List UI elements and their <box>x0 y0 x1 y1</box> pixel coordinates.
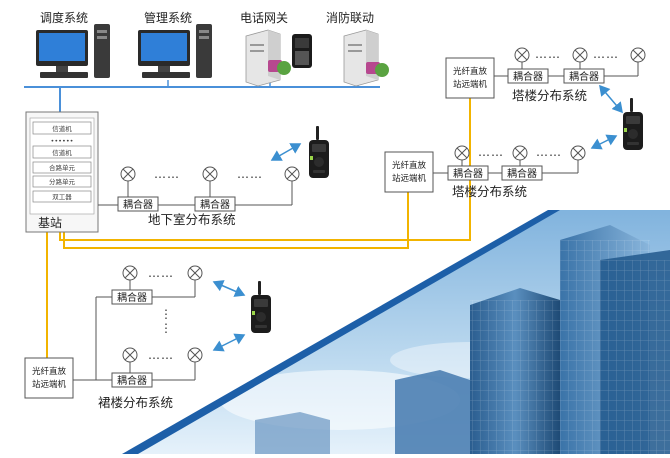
dots: …… <box>593 47 619 61</box>
basement-system-label: 地下室分布系统 <box>148 212 236 227</box>
signal-arrow <box>590 134 618 150</box>
fiber-to-tower-b <box>63 192 409 249</box>
antenna-icon <box>284 166 300 182</box>
rack-module-label: 信道机 <box>52 148 72 157</box>
repeater-label-line1: 光纤直放 <box>453 66 488 77</box>
management-computer-icon <box>138 24 212 78</box>
vertical-dots: ⋮ <box>160 307 173 321</box>
antenna-icon <box>122 265 138 281</box>
fiber-repeater-box <box>24 357 74 399</box>
dots: …… <box>148 348 174 362</box>
repeater-label-line2: 站远端机 <box>392 173 427 184</box>
signal-arrow <box>212 333 246 352</box>
signal-arrow <box>599 84 623 114</box>
rack-module <box>32 190 92 203</box>
repeater-label-line2: 站远端机 <box>32 379 67 390</box>
dispatch-system-label: 调度系统 <box>40 10 88 25</box>
rack-module-label: 信道机 <box>52 124 72 133</box>
antenna-icon <box>454 145 470 161</box>
signal-arrow <box>212 280 246 297</box>
coupler-box <box>111 372 153 388</box>
coupler-box <box>507 68 549 84</box>
mobile-phone-icon <box>292 34 312 68</box>
tower-b-distribution <box>433 160 579 174</box>
antenna-icon <box>514 47 530 63</box>
rack-module <box>32 175 92 188</box>
basement-distribution <box>98 181 293 206</box>
coupler-label: 耦合器 <box>569 70 599 83</box>
antenna-icon <box>630 47 646 63</box>
walkie-talkie-icon <box>623 98 643 150</box>
vertical-dots: ⋮ <box>160 321 173 335</box>
coupler-label: 耦合器 <box>507 167 537 180</box>
fiber-repeater-box <box>384 151 434 193</box>
rack-module-label: 合路单元 <box>49 163 76 172</box>
coupler-box <box>117 196 159 212</box>
base-station-label: 基站 <box>38 216 62 230</box>
dots: …… <box>535 47 561 61</box>
coupler-box <box>111 289 153 305</box>
antenna-icon <box>187 347 203 363</box>
antenna-icon <box>122 347 138 363</box>
rack-module <box>32 121 92 135</box>
coupler-label: 耦合器 <box>200 198 230 211</box>
podium-system-label: 裙楼分布系统 <box>98 395 173 410</box>
antenna-icon <box>572 47 588 63</box>
coupler-label: 耦合器 <box>117 374 147 387</box>
dispatch-computer-icon <box>36 24 110 78</box>
antenna-icon <box>570 145 586 161</box>
walkie-talkie-icon <box>251 281 271 333</box>
rack-module-label: 双工器 <box>52 193 72 201</box>
management-system-label: 管理系统 <box>144 10 192 25</box>
coupler-label: 耦合器 <box>117 291 147 304</box>
coupler-box <box>501 165 543 181</box>
coupler-label: 耦合器 <box>123 198 153 211</box>
dots: …… <box>237 167 263 181</box>
fiber-repeater-box <box>445 57 495 99</box>
base-station-rack: 信道机 •••••• 信道机 合路单元 分路单元 双工器 <box>25 111 99 233</box>
walkie-talkie-icon <box>309 126 329 178</box>
antenna-icon <box>120 166 136 182</box>
repeater-label-line1: 光纤直放 <box>32 366 67 377</box>
fire-linkage-label: 消防联动 <box>326 10 374 25</box>
antenna-icon <box>202 166 218 182</box>
lan-backbone <box>24 80 380 113</box>
phone-gateway-server-icon <box>245 29 291 87</box>
fire-linkage-server-icon <box>343 29 389 87</box>
rack-module-label: 分路单元 <box>49 177 76 186</box>
building-photo <box>122 210 670 454</box>
repeater-label-line1: 光纤直放 <box>392 160 427 171</box>
dots: …… <box>154 167 180 181</box>
antenna-icon <box>187 265 203 281</box>
rack-module <box>32 161 92 174</box>
antenna-icon <box>512 145 528 161</box>
coupler-box <box>447 165 489 181</box>
rack-module <box>32 145 92 159</box>
phone-gateway-label: 电话网关 <box>240 11 288 25</box>
repeater-label-line2: 站远端机 <box>453 79 488 90</box>
coupler-label: 耦合器 <box>453 167 483 180</box>
tower-a-distribution <box>494 62 639 77</box>
tower-b-system-label: 塔楼分布系统 <box>452 184 527 199</box>
rack-dots: •••••• <box>50 137 73 145</box>
dots: …… <box>536 145 562 159</box>
coupler-box <box>194 196 236 212</box>
coupler-box <box>563 68 605 84</box>
signal-arrow <box>270 143 302 161</box>
coupler-label: 耦合器 <box>513 70 543 83</box>
dots: …… <box>148 266 174 280</box>
podium-distribution <box>73 280 196 381</box>
tower-a-system-label: 塔楼分布系统 <box>512 88 587 103</box>
dots: …… <box>478 145 504 159</box>
